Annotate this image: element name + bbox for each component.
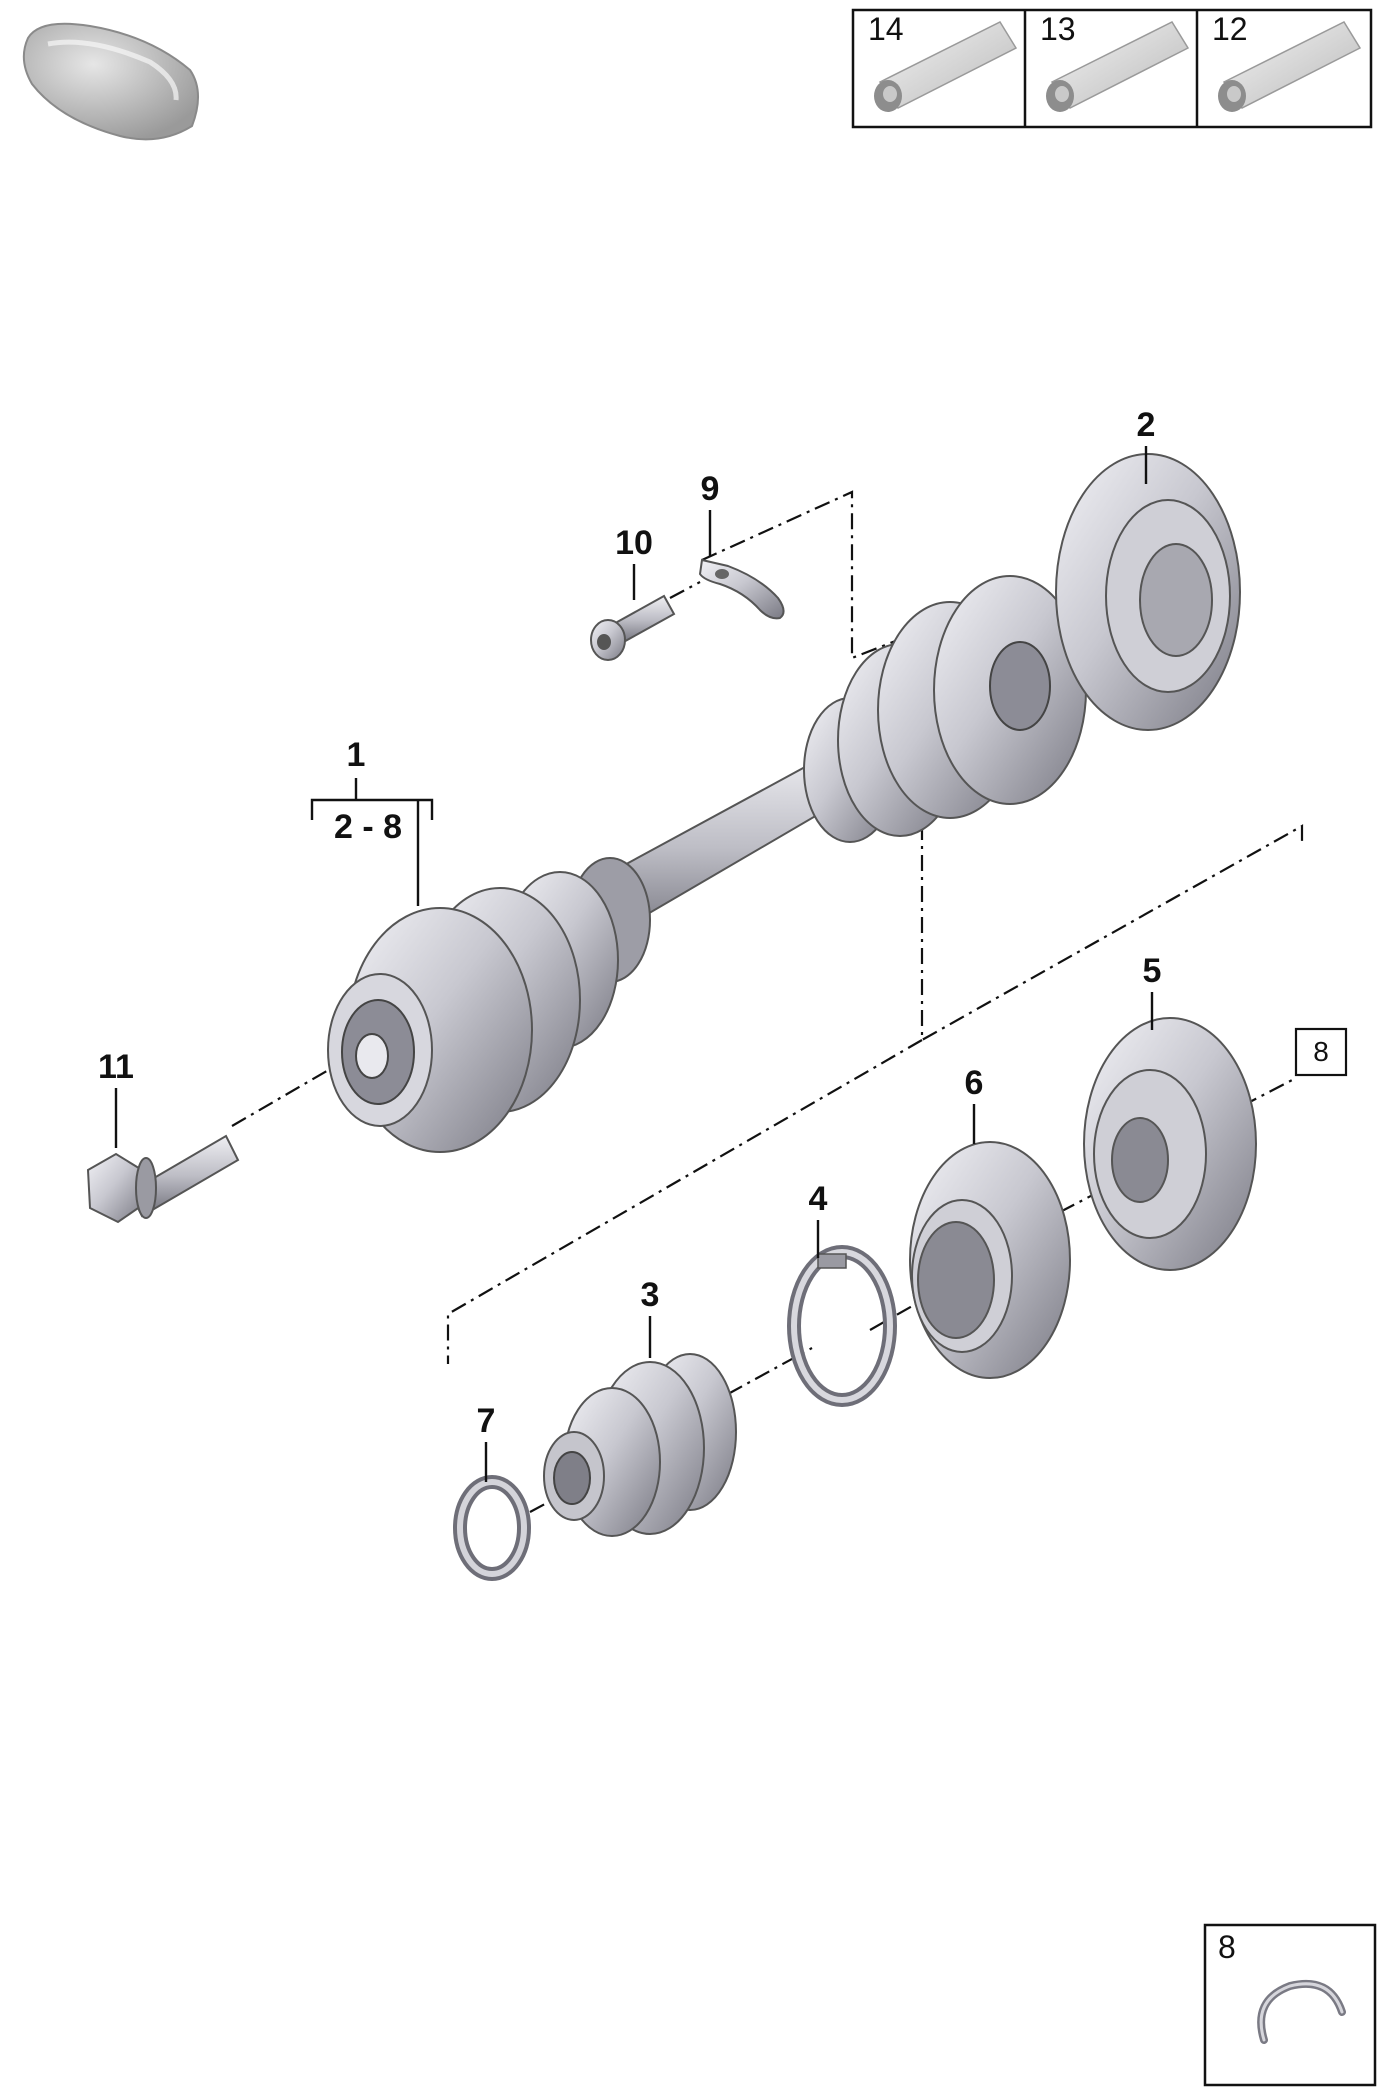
callout-5[interactable]: 5 [1143,952,1162,1030]
detail-box-part-8[interactable]: 8 [1203,1923,1377,2087]
circlip-icon [1257,1979,1346,2044]
callout-1[interactable]: 1 2 - 8 [310,736,434,906]
tube-number: 13 [1040,11,1076,47]
bolt-part-11[interactable] [86,1134,240,1224]
tube-number: 14 [868,11,904,47]
callout-number: 11 [98,1048,134,1086]
grease-tube-icon [1046,21,1190,112]
retaining-bracket-part-9[interactable] [698,558,785,620]
callout-10[interactable]: 10 [615,524,653,600]
detail-box-frame [1203,1923,1377,2087]
callout-number: 2 [1137,406,1156,444]
callout-6[interactable]: 6 [965,1064,984,1144]
cv-boot-left [327,857,651,1153]
callout-number: 3 [641,1276,660,1314]
flange-part-6[interactable] [909,1141,1071,1379]
drive-shaft-assembly[interactable] [327,575,1087,1153]
callout-2[interactable]: 2 [1137,406,1156,484]
callout-number: 7 [477,1402,496,1440]
boot-part-3[interactable] [543,1353,737,1537]
callout-3[interactable]: 3 [641,1276,660,1358]
callout-number: 10 [615,524,653,562]
flange-part-2[interactable] [1055,453,1241,731]
callout-9[interactable]: 9 [701,470,720,556]
grease-tube-icon [1218,21,1362,112]
callout-number: 4 [809,1180,828,1218]
callout-number: 5 [1143,952,1162,990]
grease-tube-icon [874,21,1018,112]
callout-7[interactable]: 7 [477,1402,496,1482]
clamp-part-7[interactable] [453,1475,531,1581]
detail-box-number: 8 [1218,1929,1236,1965]
callout-number: 1 [347,736,366,774]
tube-box-14[interactable]: 14 [868,11,1018,112]
tube-box-13[interactable]: 13 [1040,11,1190,112]
tube-box-12[interactable]: 12 [1212,11,1362,112]
grease-tube-panel: 14 13 12 [851,8,1373,129]
callout-number: 8 [1313,1036,1329,1067]
tube-number: 12 [1212,11,1248,47]
bolt-part-10[interactable] [590,594,676,661]
callout-number: 6 [965,1064,984,1102]
callout-number: 9 [701,470,720,508]
cv-boot-right [803,575,1087,843]
cv-joint-part-5[interactable] [1083,1017,1257,1271]
car-silhouette-icon [22,22,199,141]
callout-range: 2 - 8 [334,808,402,846]
callout-4[interactable]: 4 [809,1180,828,1258]
clamp-band-part-4[interactable] [787,1245,897,1407]
callout-11[interactable]: 11 [98,1048,134,1148]
callout-8-reference-box[interactable]: 8 [1294,1027,1348,1077]
